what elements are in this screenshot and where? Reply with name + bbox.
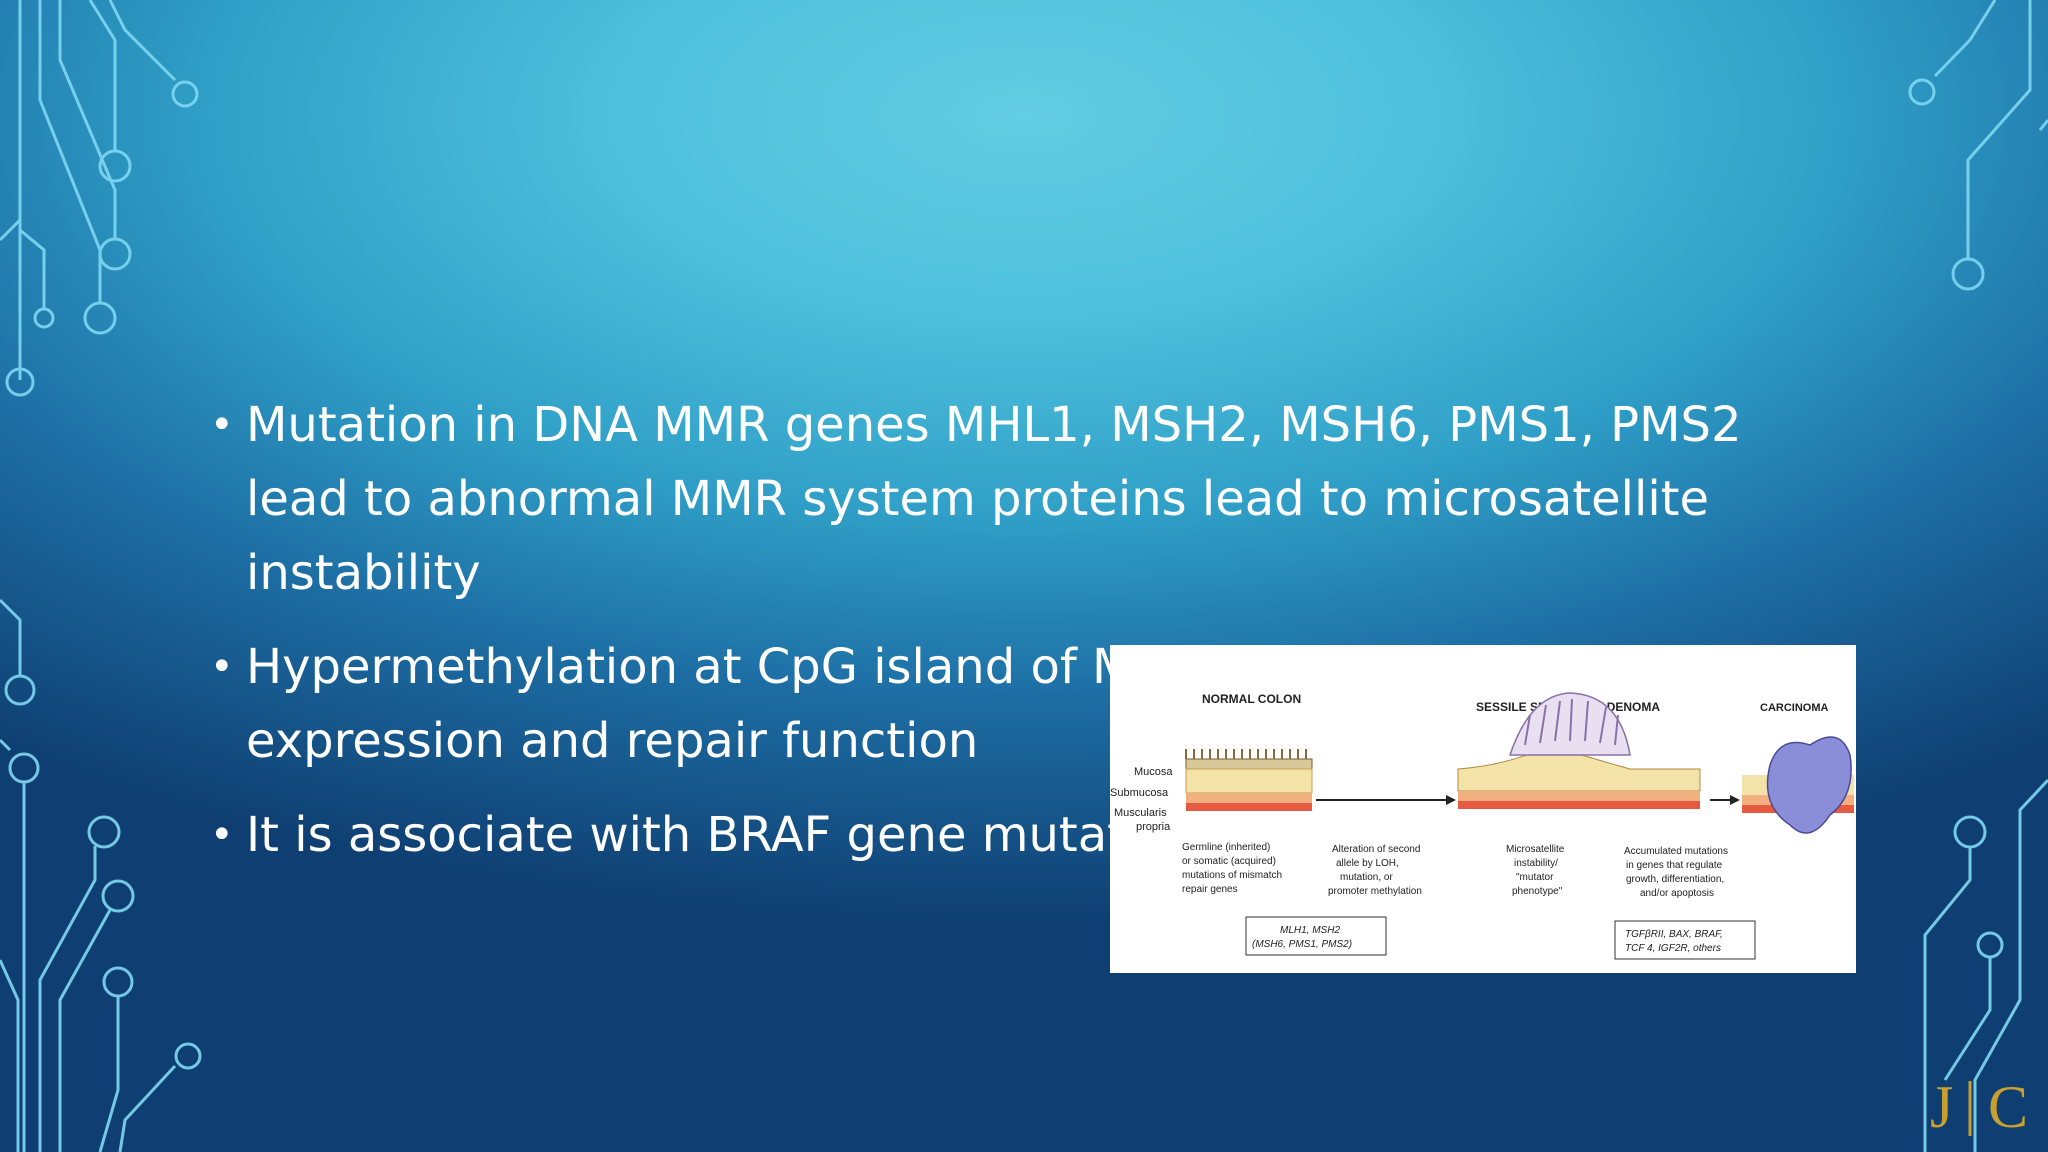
bullet-text: Mutation in DNA MMR genes MHL1, MSH2, MS… [246, 397, 1742, 601]
caption-line: Microsatellite [1506, 844, 1565, 855]
adenoma-tissue [1457, 692, 1701, 809]
caption-line: mutation, or [1340, 872, 1393, 883]
jc-logo: J | C [1928, 1070, 2040, 1142]
gene-box-line: TCF 4, IGF2R, others [1625, 943, 1721, 954]
caption-line: phenotype" [1512, 886, 1563, 897]
caption-line: Alteration of second [1332, 844, 1420, 855]
caption-line: growth, differentiation, [1626, 874, 1724, 885]
stage-label: NORMAL COLON [1202, 692, 1301, 706]
logo-divider: | [1964, 1070, 1977, 1136]
bullet-item: • It is associate with BRAF gene mutatio… [210, 798, 1850, 872]
stage-label: CARCINOMA [1760, 702, 1828, 714]
bullet-marker: • [210, 402, 234, 448]
bullet-marker: • [210, 644, 234, 690]
colon-progression-figure: NORMAL COLON SESSILE SERRATED ADENOMA CA… [1110, 645, 1856, 973]
caption-line: and/or apoptosis [1640, 888, 1714, 899]
layer-label: Mucosa [1134, 766, 1173, 778]
bullet-item: • Mutation in DNA MMR genes MHL1, MSH2, … [210, 388, 1850, 610]
caption-line: Germline (inherited) [1182, 842, 1270, 853]
layer-label: propria [1136, 821, 1171, 833]
bullet-marker: • [210, 812, 234, 858]
figure-diagram: NORMAL COLON SESSILE SERRATED ADENOMA CA… [1110, 692, 1854, 960]
gene-box-line: (MSH6, PMS1, PMS2) [1252, 939, 1352, 950]
caption-line: Accumulated mutations [1624, 846, 1728, 857]
caption-line: instability/ [1514, 858, 1558, 869]
caption-line: or somatic (acquired) [1182, 856, 1276, 867]
logo-letter: J [1930, 1074, 1954, 1140]
gene-box [1245, 916, 1387, 956]
caption-line: "mutator [1516, 872, 1554, 883]
gene-box-line: TGFβRII, BAX, BRAF, [1625, 929, 1723, 940]
layer-label: Submucosa [1110, 787, 1169, 799]
caption-line: in genes that regulate [1626, 860, 1723, 871]
caption-line: mutations of mismatch [1182, 870, 1282, 881]
caption-line: promoter methylation [1328, 886, 1422, 897]
bullet-text: It is associate with BRAF gene mutation [246, 807, 1200, 863]
gene-box-line: MLH1, MSH2 [1280, 925, 1340, 936]
caption-line: allele by LOH, [1336, 858, 1399, 869]
layer-label: Muscularis [1114, 807, 1167, 819]
bullet-list: • Mutation in DNA MMR genes MHL1, MSH2, … [210, 388, 1850, 892]
gene-box [1614, 920, 1756, 960]
logo-letter: C [1988, 1074, 2029, 1140]
carcinoma-tissue [1742, 736, 1854, 834]
normal-colon-tissue [1185, 749, 1313, 811]
caption-line: repair genes [1182, 884, 1238, 895]
